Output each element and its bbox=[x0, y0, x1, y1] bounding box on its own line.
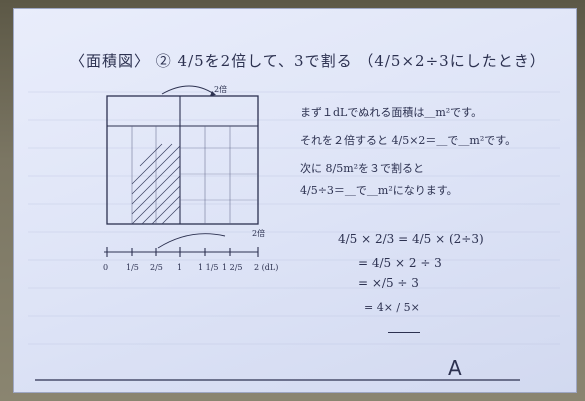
right-arc bbox=[157, 233, 226, 249]
text-line: それを２倍すると 4/5×2＝＿で＿m²です。 bbox=[300, 134, 517, 147]
top-label: 2倍 bbox=[214, 84, 227, 94]
tick-label: 1 1/5 bbox=[198, 263, 219, 272]
answer-label: A bbox=[448, 356, 462, 380]
calc-line: 4/5 × 2/3 = 4/5 × (2÷3) bbox=[338, 232, 484, 246]
calc-line: = ×/5 ÷ 3 bbox=[358, 276, 419, 290]
tick-label: 0 bbox=[103, 263, 108, 272]
title-text: 〈面積図〉 ② 4/5を2倍して、3で割る （4/5×2÷3にしたとき） bbox=[70, 52, 546, 70]
tick-label: 2 (dL) bbox=[254, 263, 278, 272]
text-line: 次に 8/5m²を３で割ると bbox=[300, 162, 425, 175]
area-rectangle bbox=[106, 95, 259, 225]
tick-label: 1/5 bbox=[126, 263, 139, 272]
number-line bbox=[104, 247, 259, 257]
text-line: まず１dLでぬれる面積は＿m²です。 bbox=[300, 106, 483, 119]
top-arc bbox=[161, 85, 215, 95]
text-line: 4/5÷3＝＿で＿m²になります。 bbox=[300, 184, 458, 197]
tick-label: 1 2/5 bbox=[222, 263, 243, 272]
tick-label: 1 bbox=[177, 263, 182, 272]
answer-blank bbox=[388, 332, 420, 333]
right-label: 2倍 bbox=[252, 228, 265, 238]
tick-label: 2/5 bbox=[150, 263, 163, 272]
calc-line: = 4/5 × 2 ÷ 3 bbox=[358, 256, 442, 270]
notebook-paper bbox=[14, 9, 576, 392]
hatched-area bbox=[131, 143, 181, 225]
ruled-lines bbox=[28, 91, 560, 345]
calc-line: = 4× / 5× bbox=[364, 301, 420, 314]
guide-lines bbox=[131, 126, 258, 224]
